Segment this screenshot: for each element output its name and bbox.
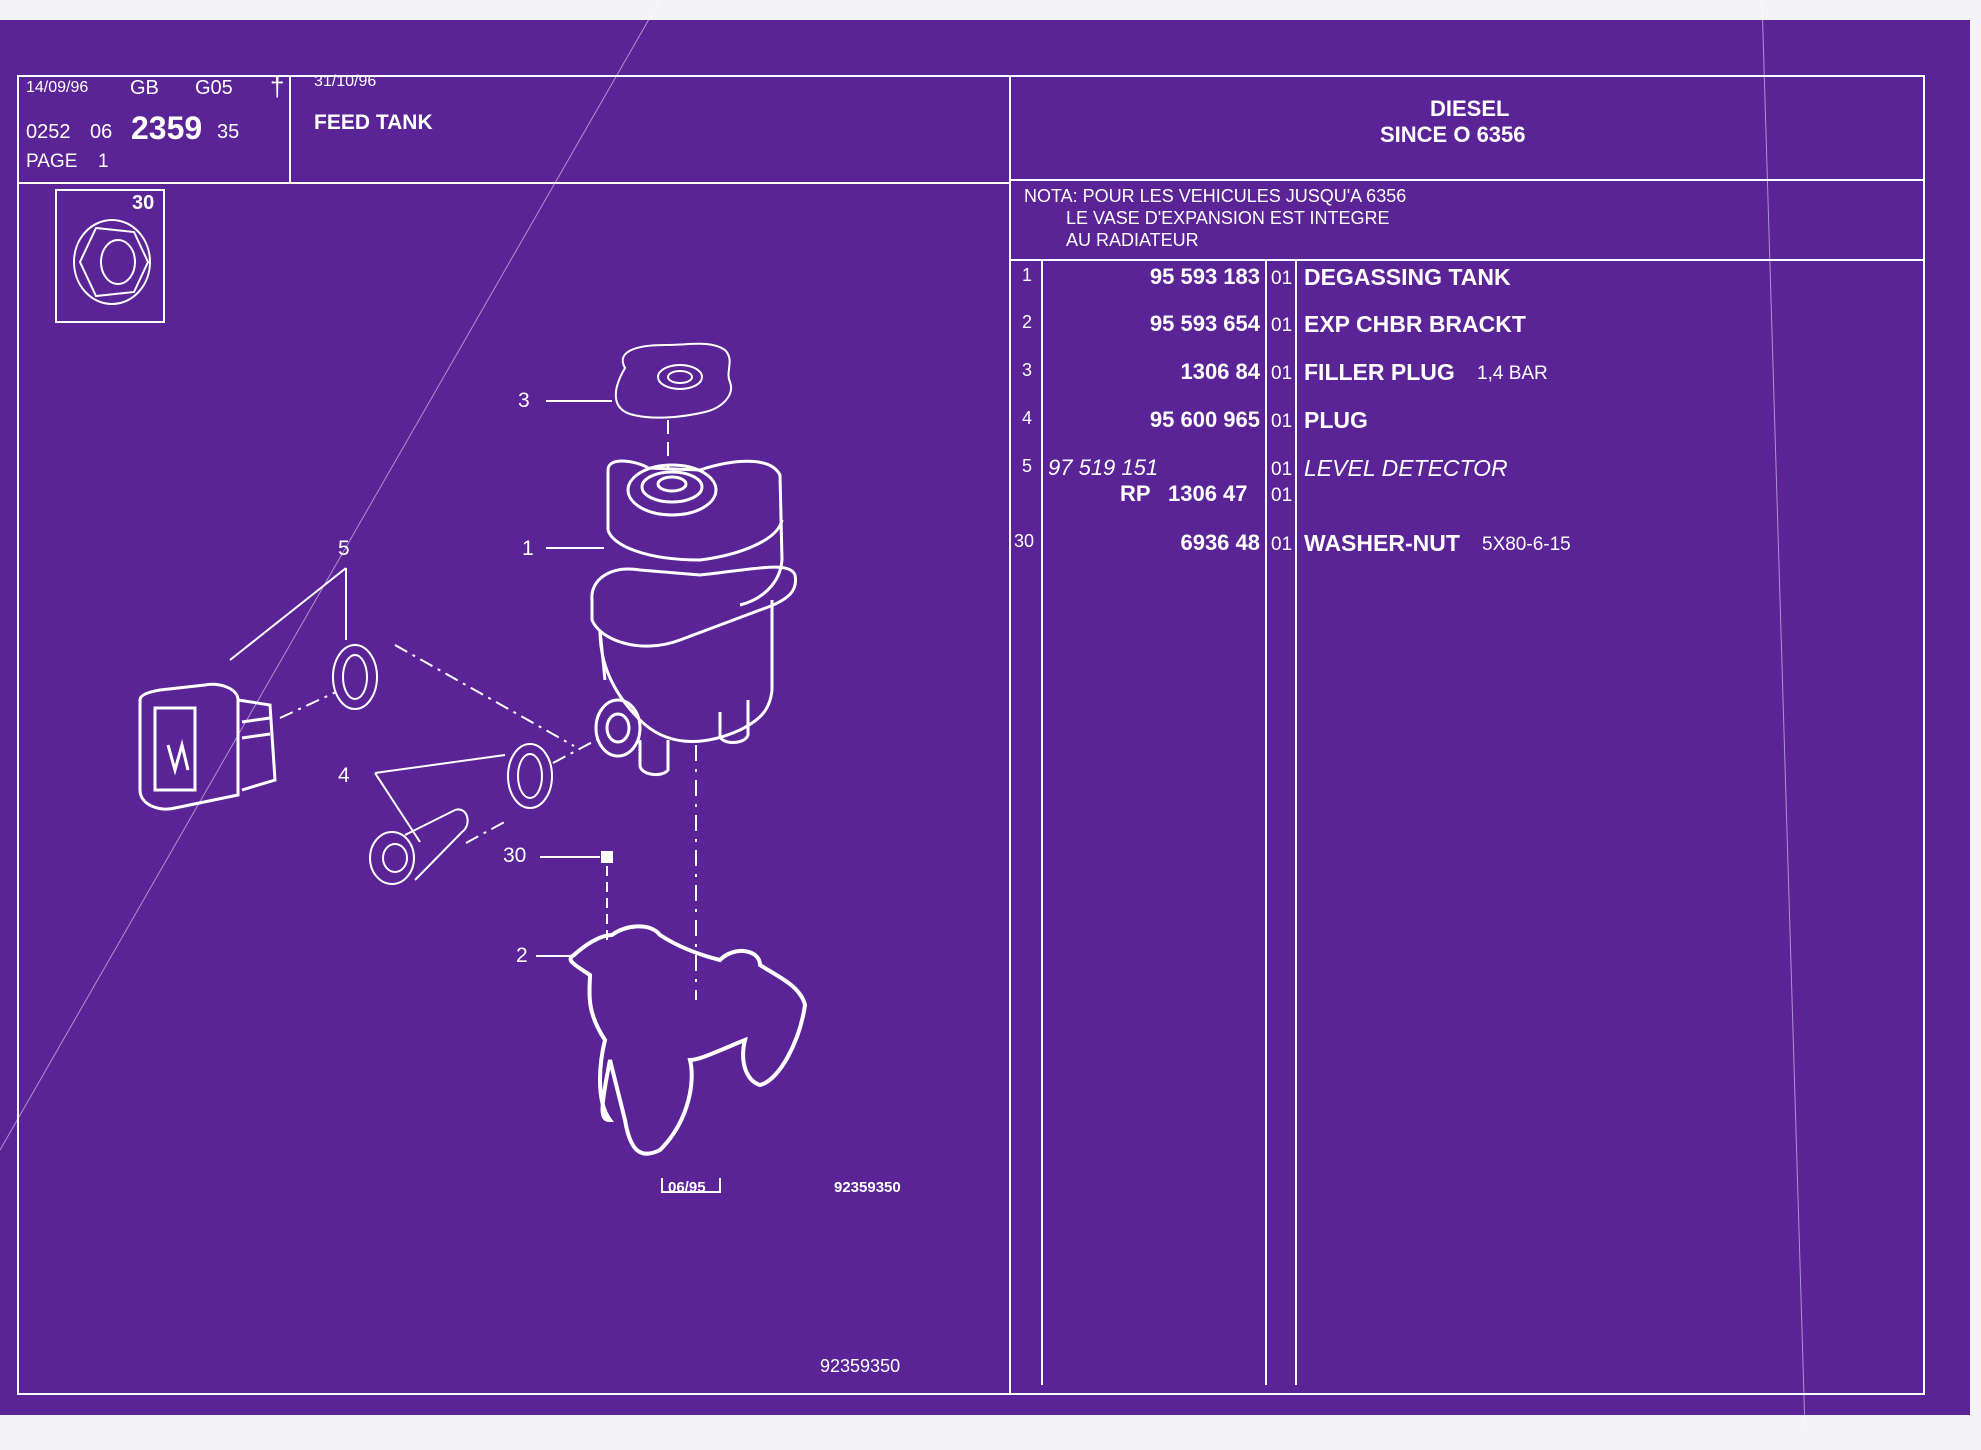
part-5-replacement-number: 1306 47 xyxy=(1168,481,1248,506)
page-label: PAGE xyxy=(26,151,78,172)
group-code: G05 xyxy=(195,77,233,99)
part-30-number: 6936 48 xyxy=(1180,530,1260,555)
note-line-2: LE VASE D'EXPANSION EST INTEGRE xyxy=(1066,208,1390,228)
note-line-3: AU RADIATEUR xyxy=(1066,230,1199,250)
filler-plug-drawing xyxy=(614,342,733,419)
code-main: 2359 xyxy=(131,110,203,146)
callout-3: 3 xyxy=(518,389,530,412)
page-number: 1 xyxy=(98,151,109,172)
part-1-item: 1 xyxy=(1022,265,1033,285)
code-prefix: 0252 xyxy=(26,121,71,143)
diagram-date-box: 06/95 xyxy=(668,1179,706,1196)
part-2-qty: 01 xyxy=(1271,315,1293,336)
parts-sheet xyxy=(0,20,1970,1415)
callout-1: 1 xyxy=(522,537,534,560)
part-5-item: 5 xyxy=(1022,456,1033,476)
part-4-description: PLUG xyxy=(1304,407,1368,433)
level-detector-drawing xyxy=(138,682,277,811)
part-30-description: WASHER-NUT xyxy=(1304,530,1460,556)
note-line-1: NOTA: POUR LES VEHICULES JUSQU'A 6356 xyxy=(1024,186,1407,206)
diagram-ref-number: 92359350 xyxy=(834,1179,901,1196)
part-4-qty: 01 xyxy=(1271,411,1293,432)
since-label: SINCE O 6356 xyxy=(1380,122,1526,147)
date-right: 31/10/96 xyxy=(314,73,377,90)
callout-2: 2 xyxy=(516,944,528,967)
callout-4: 4 xyxy=(338,764,350,787)
dagger-mark: † xyxy=(270,72,285,102)
part-4-item: 4 xyxy=(1022,408,1033,428)
code-group: 06 xyxy=(90,121,113,143)
country-code: GB xyxy=(130,77,159,99)
part-1-qty: 01 xyxy=(1271,268,1293,289)
part-30-qty: 01 xyxy=(1271,534,1293,555)
inset-box xyxy=(55,189,165,323)
part-3-item: 3 xyxy=(1022,360,1033,380)
part-5-qty: 01 xyxy=(1271,459,1293,480)
code-suffix: 35 xyxy=(217,121,240,143)
degassing-tank-drawing xyxy=(590,459,798,777)
part-5-replacement-qty: 01 xyxy=(1271,485,1293,506)
callout-30: 30 xyxy=(503,844,527,867)
part-3-qty: 01 xyxy=(1271,363,1293,384)
page-title: FEED TANK xyxy=(314,111,433,134)
washer-nut-drawing xyxy=(73,219,151,305)
part-2-description: EXP CHBR BRACKT xyxy=(1304,311,1526,337)
part-3-spec: 1,4 BAR xyxy=(1477,363,1548,384)
part-2-number: 95 593 654 xyxy=(1149,311,1260,336)
part-1-number: 95 593 183 xyxy=(1149,264,1260,289)
outer-frame xyxy=(17,75,1925,1395)
callout-5: 5 xyxy=(338,537,350,560)
seal-ring-bottom xyxy=(507,743,553,809)
part-30-spec: 5X80-6-15 xyxy=(1482,534,1571,555)
part-3-number: 1306 84 xyxy=(1180,359,1260,384)
part-2-item: 2 xyxy=(1022,312,1033,332)
footer-ref-number: 92359350 xyxy=(820,1356,901,1376)
plug-drawing xyxy=(369,808,469,885)
part-5-replacement-label: RP xyxy=(1120,481,1151,506)
part-5-number: 97 519 151 xyxy=(1048,455,1159,480)
part-1-description: DEGASSING TANK xyxy=(1304,264,1511,290)
part-3-description: FILLER PLUG xyxy=(1304,359,1455,385)
part-4-number: 95 600 965 xyxy=(1149,407,1260,432)
inset-callout: 30 xyxy=(132,192,155,214)
part-30-item: 30 xyxy=(1014,531,1035,551)
part-5-description: LEVEL DETECTOR xyxy=(1304,455,1508,481)
seal-ring-top xyxy=(332,644,378,710)
engine-label: DIESEL xyxy=(1430,96,1510,121)
bracket-drawing xyxy=(568,924,808,1156)
date-left: 14/09/96 xyxy=(26,79,89,96)
